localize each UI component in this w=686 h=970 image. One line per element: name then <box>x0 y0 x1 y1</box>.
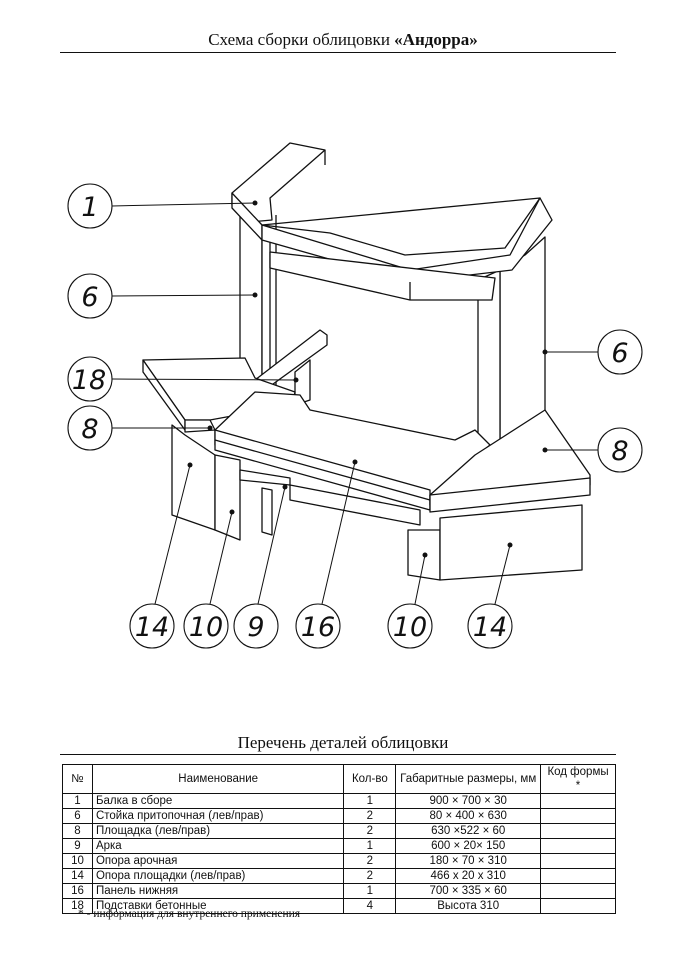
callout-16-label: 16 <box>301 612 335 643</box>
row-dimensions: 180 × 70 × 310 <box>395 853 542 869</box>
row-quantity: 1 <box>343 883 397 899</box>
parts-list-title-underline <box>60 754 616 755</box>
callout-6-right-circle <box>597 329 643 375</box>
callout-1-circle <box>67 183 113 229</box>
row-name: Панель нижняя <box>91 883 345 899</box>
table-row: 10 Опора арочная 2 180 × 70 × 310 <box>62 853 616 869</box>
row-number: 6 <box>62 808 93 824</box>
row-quantity: 1 <box>343 838 397 854</box>
left-support-parts-14-10 <box>171 424 421 541</box>
title-text: Схема сборки облицовки <box>208 30 395 49</box>
table-row: 14 Опора площадки (лев/прав) 2 466 x 20 … <box>62 868 616 884</box>
row-dimensions: 466 x 20 x 310 <box>395 868 542 884</box>
header-name: Наименование <box>91 764 345 794</box>
row-dimensions: 900 × 700 × 30 <box>395 793 542 809</box>
row-number: 18 <box>62 898 93 914</box>
right-support-parts-14-10 <box>407 504 583 581</box>
row-number: 1 <box>62 793 93 809</box>
footnote: * - информация для внутреннего применени… <box>78 908 301 920</box>
assembly-drawing: 1 6 18 8 6 8 14 10 9 16 10 14 <box>67 142 643 649</box>
callout-9-label: 9 <box>247 612 264 643</box>
row-dimensions: 80 × 400 × 630 <box>395 808 542 824</box>
parts-list-title: Перечень деталей облицовки <box>237 733 449 752</box>
callout-balloons <box>67 183 643 649</box>
row-form-code <box>540 793 616 809</box>
row-form-code <box>540 838 616 854</box>
title-model-name: «Андорра» <box>394 30 478 49</box>
row-quantity: 2 <box>343 808 397 824</box>
header-dimensions: Габаритные размеры, мм <box>395 764 542 794</box>
right-platform-part-8 <box>429 409 591 513</box>
row-quantity: 2 <box>343 853 397 869</box>
callout-16-circle <box>295 603 341 649</box>
row-number: 9 <box>62 838 93 854</box>
row-dimensions: 600 × 20× 150 <box>395 838 542 854</box>
row-quantity: 2 <box>343 823 397 839</box>
row-dimensions: 700 × 335 × 60 <box>395 883 542 899</box>
row-name: Подставки бетонные <box>91 898 345 914</box>
row-quantity: 2 <box>343 868 397 884</box>
parts-table-header-row: № Наименование Кол-во Габаритные размеры… <box>62 764 616 794</box>
table-row: 16 Панель нижняя 1 700 × 335 × 60 <box>62 883 616 899</box>
title-underline <box>60 52 616 53</box>
table-row: 1 Балка в сборе 1 900 × 700 × 30 <box>62 793 616 809</box>
row-name: Опора площадки (лев/прав) <box>91 868 345 884</box>
header-quantity: Кол-во <box>343 764 397 794</box>
row-form-code <box>540 868 616 884</box>
row-number: 16 <box>62 883 93 899</box>
callout-10-right-label: 10 <box>393 612 427 643</box>
callout-18-circle <box>67 356 113 402</box>
callout-8-left-circle <box>67 405 113 451</box>
callout-14-left-label: 14 <box>135 612 169 643</box>
row-name: Опора арочная <box>91 853 345 869</box>
table-row: 6 Стойка притопочная (лев/прав) 2 80 × 4… <box>62 808 616 824</box>
callout-14-right-label: 14 <box>473 612 507 643</box>
row-form-code <box>540 898 616 914</box>
row-name: Стойка притопочная (лев/прав) <box>91 808 345 824</box>
leader-lines <box>111 202 598 605</box>
callout-14-left-circle <box>129 603 175 649</box>
callout-8-right-label: 8 <box>611 436 628 467</box>
callout-6-left-label: 6 <box>81 282 98 313</box>
row-form-code <box>540 883 616 899</box>
table-row: 8 Площадка (лев/прав) 2 630 ×522 × 60 <box>62 823 616 839</box>
callout-6-left-circle <box>67 273 113 319</box>
callout-10-left-circle <box>183 603 229 649</box>
callout-1-label: 1 <box>81 192 98 223</box>
row-number: 14 <box>62 868 93 884</box>
row-form-code <box>540 823 616 839</box>
table-row: 18 Подставки бетонные 4 Высота 310 <box>62 898 616 914</box>
callout-8-left-label: 8 <box>81 414 98 445</box>
callout-9-circle <box>233 603 279 649</box>
callout-14-right-circle <box>467 603 513 649</box>
row-name: Арка <box>91 838 345 854</box>
row-number: 8 <box>62 823 93 839</box>
parts-table: № Наименование Кол-во Габаритные размеры… <box>62 764 616 914</box>
row-form-code <box>540 853 616 869</box>
callout-18-label: 18 <box>72 365 106 396</box>
page-title: Схема сборки облицовки «Андорра» <box>0 30 686 50</box>
row-number: 10 <box>62 853 93 869</box>
header-number: № <box>62 764 93 794</box>
row-name: Площадка (лев/прав) <box>91 823 345 839</box>
callout-10-right-circle <box>387 603 433 649</box>
row-name: Балка в сборе <box>91 793 345 809</box>
callout-6-right-label: 6 <box>611 338 628 369</box>
row-dimensions: Высота 310 <box>395 898 542 914</box>
callout-10-left-label: 10 <box>189 612 223 643</box>
row-quantity: 1 <box>343 793 397 809</box>
row-quantity: 4 <box>343 898 397 914</box>
row-form-code <box>540 808 616 824</box>
table-row: 9 Арка 1 600 × 20× 150 <box>62 838 616 854</box>
header-form-code: Код формы * <box>540 764 616 794</box>
row-dimensions: 630 ×522 × 60 <box>395 823 542 839</box>
callout-8-right-circle <box>597 427 643 473</box>
